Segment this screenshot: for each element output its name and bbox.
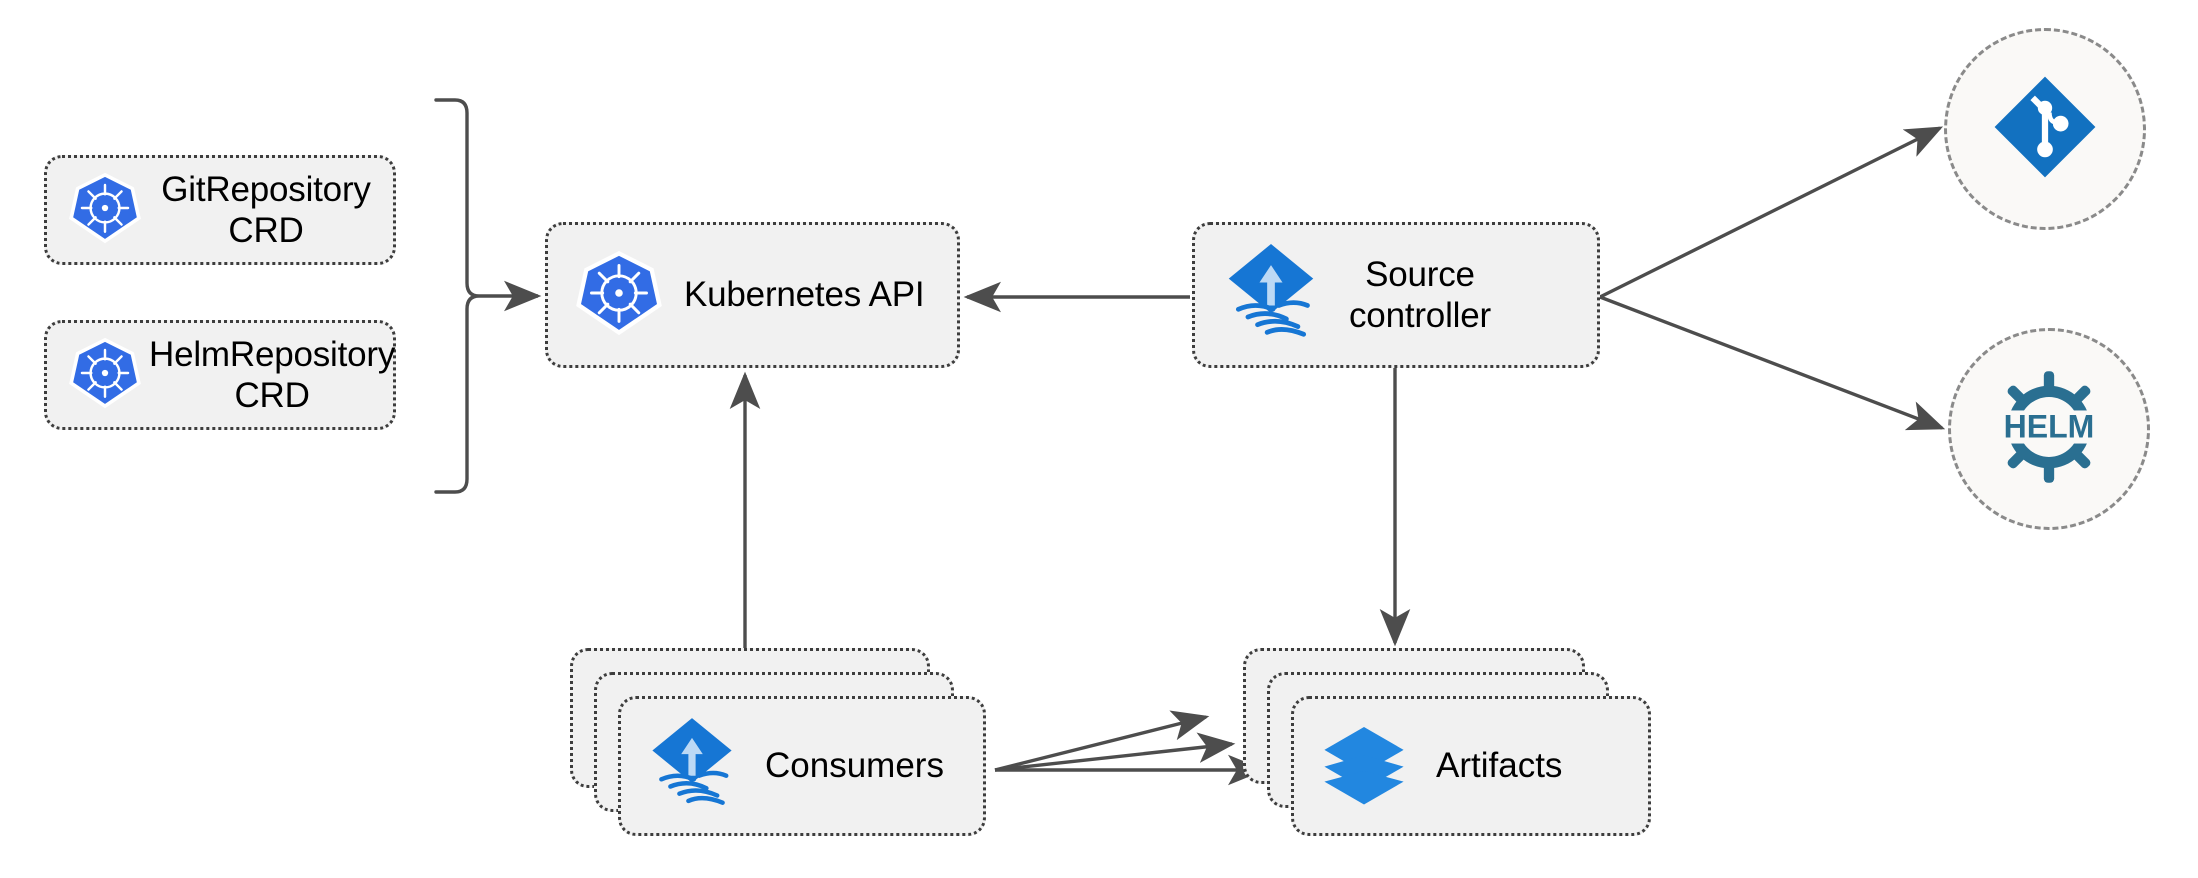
consumers-card-front[interactable]: Consumers bbox=[618, 696, 986, 836]
helm-label: HELM bbox=[2004, 408, 2095, 444]
external-helm[interactable]: HELM bbox=[1948, 328, 2150, 530]
flux-icon bbox=[1223, 242, 1319, 349]
crd-label: HelmRepository CRD bbox=[149, 334, 396, 415]
crd-box-helmrepository[interactable]: HelmRepository CRD bbox=[44, 320, 396, 430]
crd-label: GitRepository CRD bbox=[161, 169, 371, 250]
node-artifacts[interactable]: Artifacts bbox=[1243, 648, 1663, 860]
kubernetes-icon bbox=[576, 250, 662, 341]
node-label: Source controller bbox=[1349, 254, 1491, 335]
layers-icon bbox=[1320, 720, 1408, 813]
node-label: Kubernetes API bbox=[684, 275, 925, 315]
artifacts-card-front[interactable]: Artifacts bbox=[1291, 696, 1651, 836]
node-consumers[interactable]: Consumers bbox=[570, 648, 990, 860]
kubernetes-icon bbox=[69, 337, 141, 414]
wire-consumers-to-artifacts-2 bbox=[994, 732, 1236, 772]
node-label: Artifacts bbox=[1436, 746, 1563, 785]
node-label: Consumers bbox=[765, 746, 944, 785]
wire-source-to-git bbox=[1599, 126, 1944, 299]
helm-icon: HELM bbox=[1987, 365, 2111, 494]
flux-icon bbox=[647, 716, 737, 817]
wire-source-to-helm bbox=[1599, 295, 1946, 431]
kubernetes-icon bbox=[69, 172, 141, 249]
crd-box-gitrepository[interactable]: GitRepository CRD bbox=[44, 155, 396, 265]
git-icon bbox=[1989, 71, 2101, 188]
node-kubernetes-api[interactable]: Kubernetes API bbox=[545, 222, 960, 368]
node-source-controller[interactable]: Source controller bbox=[1192, 222, 1600, 368]
external-git[interactable] bbox=[1944, 28, 2146, 230]
crd-bracket bbox=[434, 98, 480, 494]
wire-consumers-to-artifacts-1 bbox=[994, 710, 1210, 772]
